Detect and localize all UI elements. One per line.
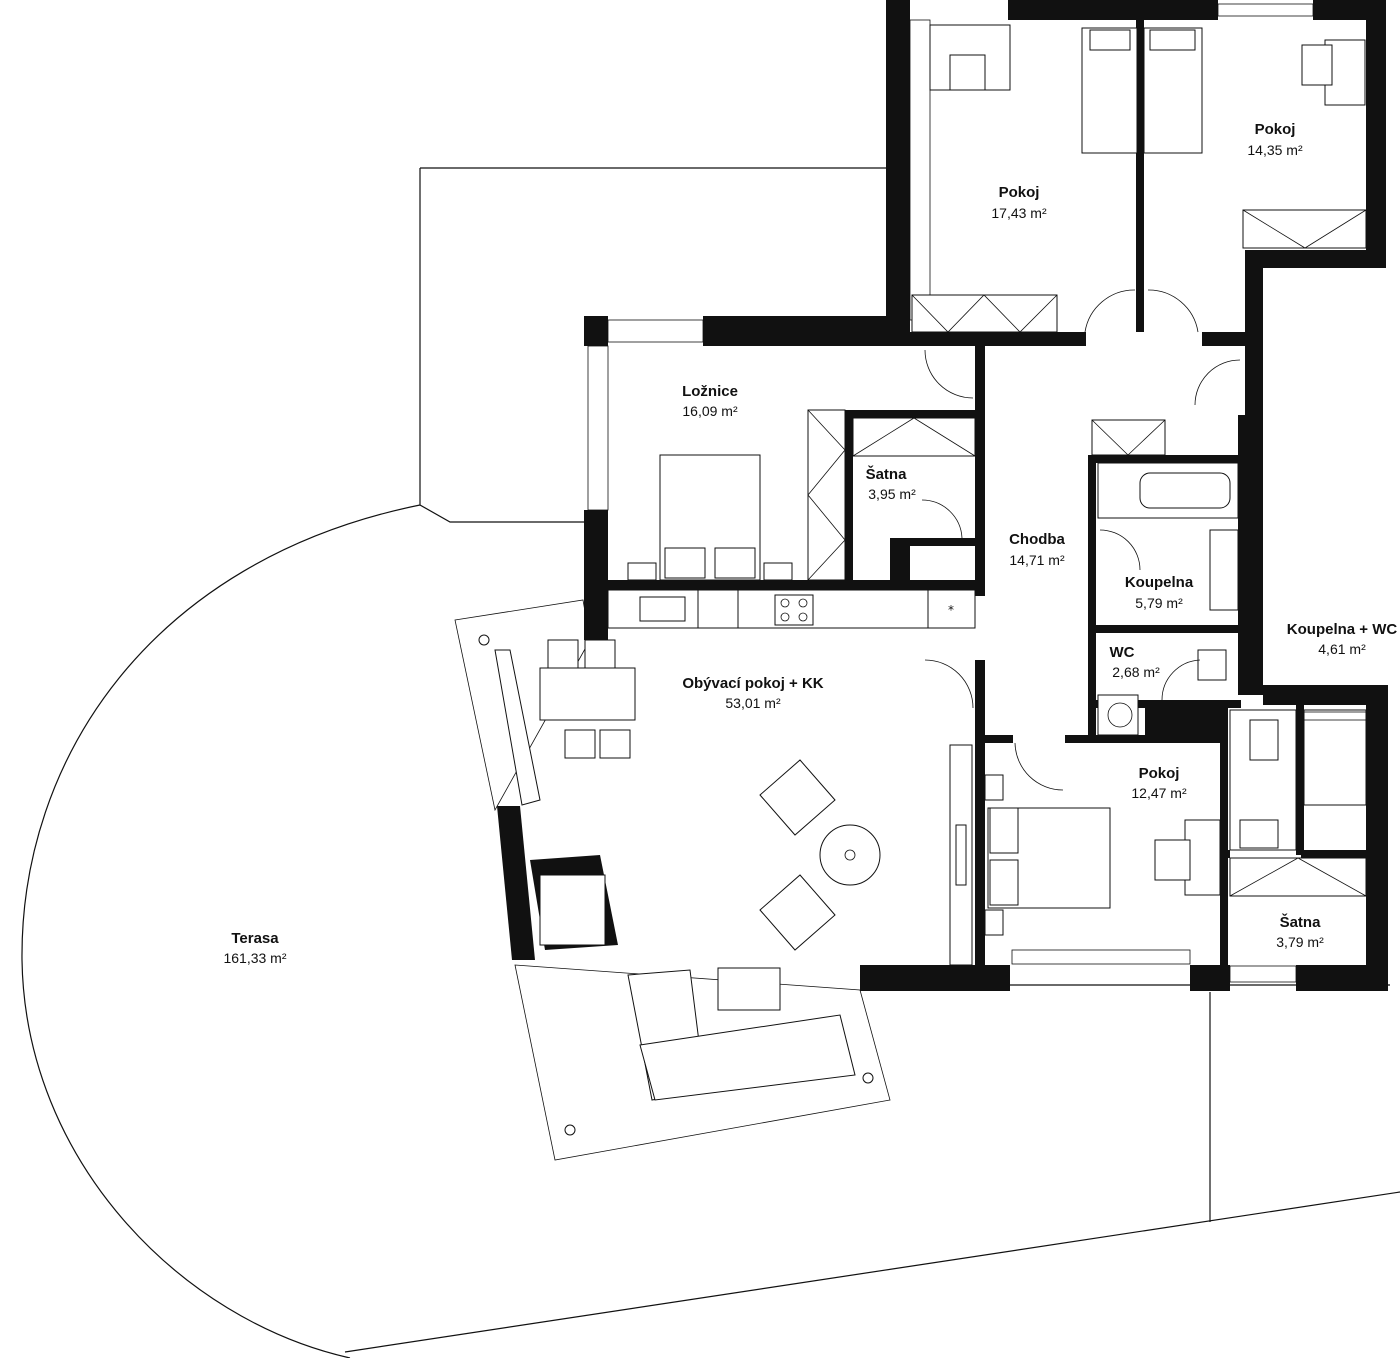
fridge-icon: * xyxy=(948,603,954,617)
svg-text:Ložnice: Ložnice xyxy=(682,383,738,400)
furniture-satna-1 xyxy=(852,417,976,539)
room-label-loznice: Ložnice 16,09 m² xyxy=(682,383,738,419)
svg-text:Pokoj: Pokoj xyxy=(1139,765,1180,782)
svg-text:Šatna: Šatna xyxy=(866,465,908,483)
walls xyxy=(497,0,1388,991)
furniture-wc xyxy=(1097,649,1227,736)
svg-text:Koupelna: Koupelna xyxy=(1125,574,1194,591)
furniture-koupelna-wc xyxy=(1229,709,1367,851)
room-label-pokoj-nw: Pokoj 17,43 m² xyxy=(991,184,1047,221)
room-label-pokoj-s: Pokoj 12,47 m² xyxy=(1131,765,1187,801)
room-label-wc: WC 2,68 m² xyxy=(1110,644,1161,680)
furniture-chodba xyxy=(1091,359,1241,456)
svg-text:16,09 m²: 16,09 m² xyxy=(682,403,738,419)
furniture-pokoj-ne xyxy=(1143,27,1367,249)
furniture-koupelna xyxy=(1097,462,1239,611)
room-label-terasa: Terasa 161,33 m² xyxy=(223,930,286,966)
svg-text:Pokoj: Pokoj xyxy=(999,184,1040,201)
terrace-outline xyxy=(21,167,1400,1358)
furniture-loznice xyxy=(627,349,974,581)
svg-text:3,79 m²: 3,79 m² xyxy=(1276,934,1324,950)
svg-text:14,71 m²: 14,71 m² xyxy=(1009,552,1065,568)
furniture-living xyxy=(478,634,973,1136)
svg-text:5,79 m²: 5,79 m² xyxy=(1135,595,1183,611)
svg-text:14,35 m²: 14,35 m² xyxy=(1247,142,1303,158)
svg-text:Koupelna + WC: Koupelna + WC xyxy=(1287,621,1398,638)
furniture-pokoj-s xyxy=(984,742,1221,936)
svg-text:Chodba: Chodba xyxy=(1009,531,1065,548)
room-label-pokoj-ne: Pokoj 14,35 m² xyxy=(1247,121,1303,158)
room-label-chodba: Chodba 14,71 m² xyxy=(1009,531,1065,568)
svg-text:12,47 m²: 12,47 m² xyxy=(1131,785,1187,801)
svg-text:Terasa: Terasa xyxy=(231,930,279,947)
furniture-satna-2 xyxy=(1229,857,1367,897)
room-label-koupelna-wc: Koupelna + WC 4,61 m² xyxy=(1287,621,1398,657)
svg-text:Pokoj: Pokoj xyxy=(1255,121,1296,138)
room-label-satna-1: Šatna 3,95 m² xyxy=(866,465,916,502)
furniture-pokoj-nw xyxy=(911,24,1199,333)
svg-text:Šatna: Šatna xyxy=(1280,913,1322,931)
svg-text:4,61 m²: 4,61 m² xyxy=(1318,641,1366,657)
room-label-obyvaci: Obývací pokoj + KK 53,01 m² xyxy=(682,675,823,711)
svg-text:17,43 m²: 17,43 m² xyxy=(991,205,1047,221)
svg-text:2,68 m²: 2,68 m² xyxy=(1112,664,1160,680)
svg-text:161,33 m²: 161,33 m² xyxy=(223,950,286,966)
furniture-kitchen: * xyxy=(607,589,976,709)
svg-text:3,95 m²: 3,95 m² xyxy=(868,486,916,502)
svg-text:53,01 m²: 53,01 m² xyxy=(725,695,781,711)
svg-text:Obývací pokoj + KK: Obývací pokoj + KK xyxy=(682,675,823,692)
room-label-satna-2: Šatna 3,79 m² xyxy=(1276,913,1324,950)
svg-text:WC: WC xyxy=(1110,644,1135,661)
room-label-koupelna: Koupelna 5,79 m² xyxy=(1125,574,1194,611)
